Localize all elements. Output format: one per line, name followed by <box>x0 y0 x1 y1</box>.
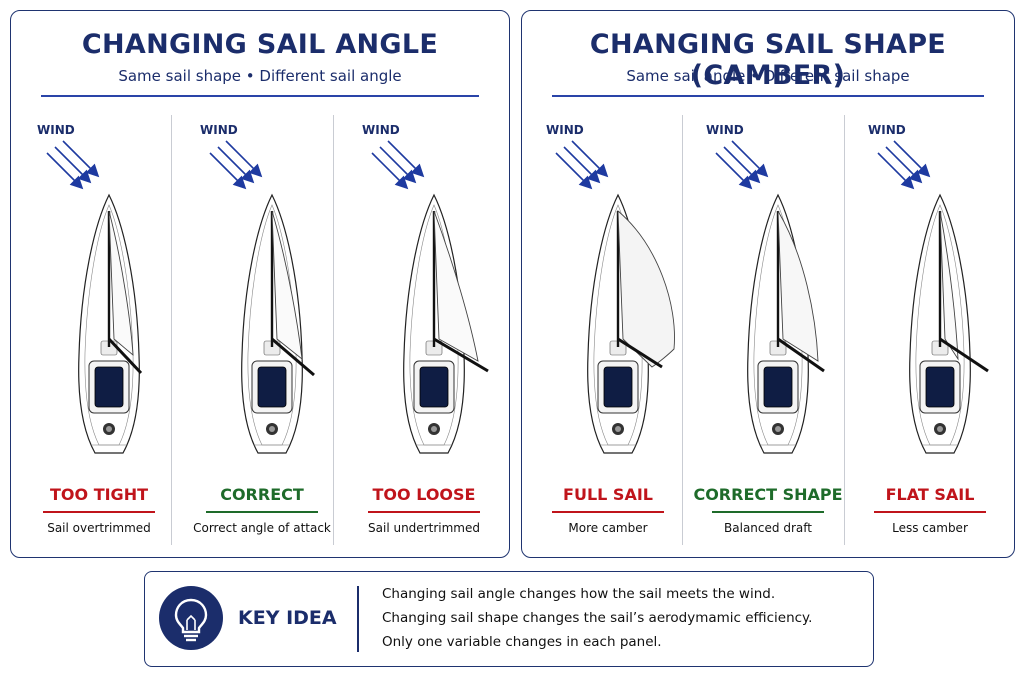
boat-diagram <box>877 140 989 455</box>
wind-arrows-icon <box>555 140 609 190</box>
title-rule <box>552 95 984 97</box>
result-label: TOO LOOSE <box>372 485 476 504</box>
panel-title: CHANGING SAIL SHAPE (CAMBER) <box>589 29 947 91</box>
boom <box>617 337 663 369</box>
boat-diagram <box>715 140 825 455</box>
boat-diagram <box>46 140 143 455</box>
result-label: FULL SAIL <box>563 485 653 504</box>
result-label: CORRECT SHAPE <box>693 485 843 504</box>
key-idea-box: KEY IDEA Changing sail angle changes how… <box>144 571 874 667</box>
mainsail-shape <box>939 210 959 361</box>
label-underline <box>43 511 155 513</box>
result-description: Less camber <box>892 521 968 535</box>
result-description: Balanced draft <box>724 521 812 535</box>
panel-title: CHANGING SAIL ANGLE <box>81 29 439 60</box>
result-description: More camber <box>568 521 648 535</box>
result-description: Sail overtrimmed <box>47 521 151 535</box>
lightbulb-icon <box>159 586 223 650</box>
correct-angle-column: WIND CORRECT Correct angle of attack <box>182 115 342 535</box>
too-loose-column: WIND TOO LOOSE Sail undertrimmed <box>344 115 504 535</box>
boom <box>107 337 143 375</box>
label-underline <box>206 511 318 513</box>
boat-diagram <box>209 140 315 455</box>
wind-label: WIND <box>362 123 400 137</box>
mainsail-shape <box>777 210 819 362</box>
boat-diagram <box>555 140 675 455</box>
label-underline <box>874 511 986 513</box>
boat-diagram <box>371 140 489 455</box>
boom <box>433 337 489 373</box>
mainsail-shape <box>108 210 134 357</box>
wind-label: WIND <box>200 123 238 137</box>
key-divider <box>357 586 359 652</box>
boom <box>271 337 315 377</box>
full-sail-column: WIND FULL SAIL More camber <box>528 115 688 535</box>
column-divider <box>333 115 334 545</box>
wind-label: WIND <box>37 123 75 137</box>
label-underline <box>552 511 664 513</box>
key-line: Changing sail angle changes how the sail… <box>382 586 776 602</box>
panel-subtitle: Same sail shape • Different sail angle <box>118 67 402 85</box>
result-label: CORRECT <box>220 485 304 504</box>
title-rule <box>41 95 479 97</box>
wind-arrows-icon <box>715 140 769 190</box>
sail-angle-panel: CHANGING SAIL ANGLE Same sail shape • Di… <box>10 10 510 558</box>
boom <box>939 337 989 373</box>
boom <box>777 337 825 373</box>
result-description: Sail undertrimmed <box>368 521 480 535</box>
correct-shape-column: WIND CORRECT SHAPE Balanced draft <box>688 115 848 535</box>
result-description: Correct angle of attack <box>193 521 331 535</box>
key-line: Only one variable changes in each panel. <box>382 634 662 650</box>
label-underline <box>712 511 824 513</box>
wind-arrows-icon <box>46 140 100 190</box>
wind-arrows-icon <box>877 140 931 190</box>
key-idea-title: KEY IDEA <box>238 607 337 629</box>
wind-label: WIND <box>868 123 906 137</box>
column-divider <box>844 115 845 545</box>
mainsail-shape <box>433 210 479 362</box>
wind-label: WIND <box>546 123 584 137</box>
key-line: Changing sail shape changes the sail’s a… <box>382 610 813 626</box>
panel-subtitle: Same sail angle • Different sail shape <box>626 67 910 85</box>
label-underline <box>368 511 480 513</box>
sail-shape-panel: CHANGING SAIL SHAPE (CAMBER) Same sail a… <box>521 10 1015 558</box>
column-divider <box>682 115 683 545</box>
too-tight-column: WIND TOO TIGHT Sail overtrimmed <box>19 115 179 535</box>
wind-arrows-icon <box>209 140 263 190</box>
wind-arrows-icon <box>371 140 425 190</box>
flat-sail-column: WIND FLAT SAIL Less camber <box>850 115 1010 535</box>
result-label: TOO TIGHT <box>50 485 148 504</box>
column-divider <box>171 115 172 545</box>
result-label: FLAT SAIL <box>885 485 975 504</box>
mainsail-shape <box>271 210 303 361</box>
wind-label: WIND <box>706 123 744 137</box>
